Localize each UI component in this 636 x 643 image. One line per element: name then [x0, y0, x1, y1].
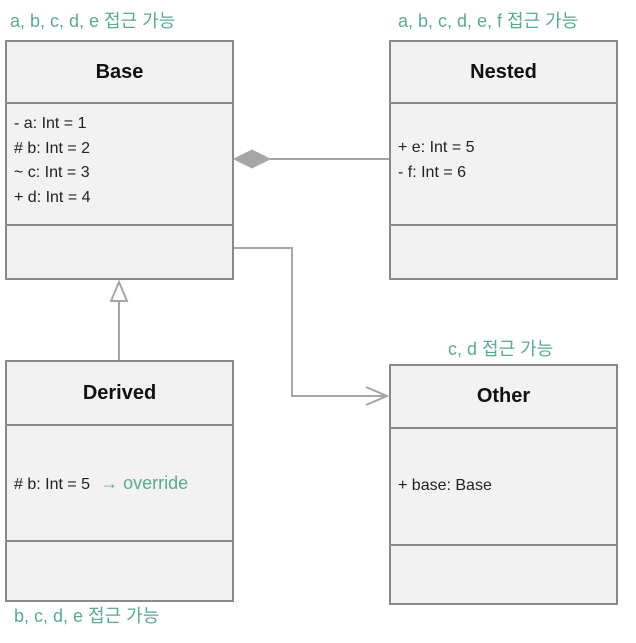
class-base-name: Base [7, 42, 232, 104]
base-access-note: a, b, c, d, e 접근 가능 [10, 11, 176, 31]
class-derived-name: Derived [7, 362, 232, 426]
attribute: + base: Base [398, 477, 492, 494]
class-nested-attributes: + e: Int = 5 - f: Int = 6 [391, 104, 616, 226]
attribute: + d: Int = 4 [14, 188, 91, 206]
composition-diamond-icon [232, 149, 272, 169]
class-nested[interactable]: Nested + e: Int = 5 - f: Int = 6 [389, 40, 618, 280]
class-base[interactable]: Base - a: Int = 1 # b: Int = 2 ~ c: Int … [5, 40, 234, 280]
association-line [234, 247, 387, 397]
attribute: # b: Int = 2 [14, 139, 91, 157]
class-derived[interactable]: Derived # b: Int = 5 → override [5, 360, 234, 602]
derived-access-note: b, c, d, e 접근 가능 [14, 606, 160, 626]
attribute: + e: Int = 5 [398, 139, 475, 156]
attribute: - f: Int = 6 [398, 163, 467, 181]
attribute-text: # b: Int = 5 [14, 476, 91, 493]
class-base-attributes: - a: Int = 1 # b: Int = 2 ~ c: Int = 3 +… [7, 104, 232, 226]
override-annotation: → override [100, 473, 189, 493]
nested-access-note: a, b, c, d, e, f 접근 가능 [398, 11, 579, 31]
other-access-note: c, d 접근 가능 [448, 339, 554, 359]
class-other-attributes: + base: Base [391, 429, 616, 546]
class-other[interactable]: Other + base: Base [389, 364, 618, 605]
class-other-name: Other [391, 366, 616, 429]
class-nested-name: Nested [391, 42, 616, 104]
class-derived-attributes: # b: Int = 5 → override [7, 426, 232, 542]
inheritance-triangle-icon [109, 279, 129, 302]
association-arrow-icon [365, 386, 390, 406]
attribute: ~ c: Int = 3 [14, 164, 90, 181]
attribute: - a: Int = 1 [14, 115, 87, 132]
attribute: # b: Int = 5 → override [14, 471, 232, 498]
